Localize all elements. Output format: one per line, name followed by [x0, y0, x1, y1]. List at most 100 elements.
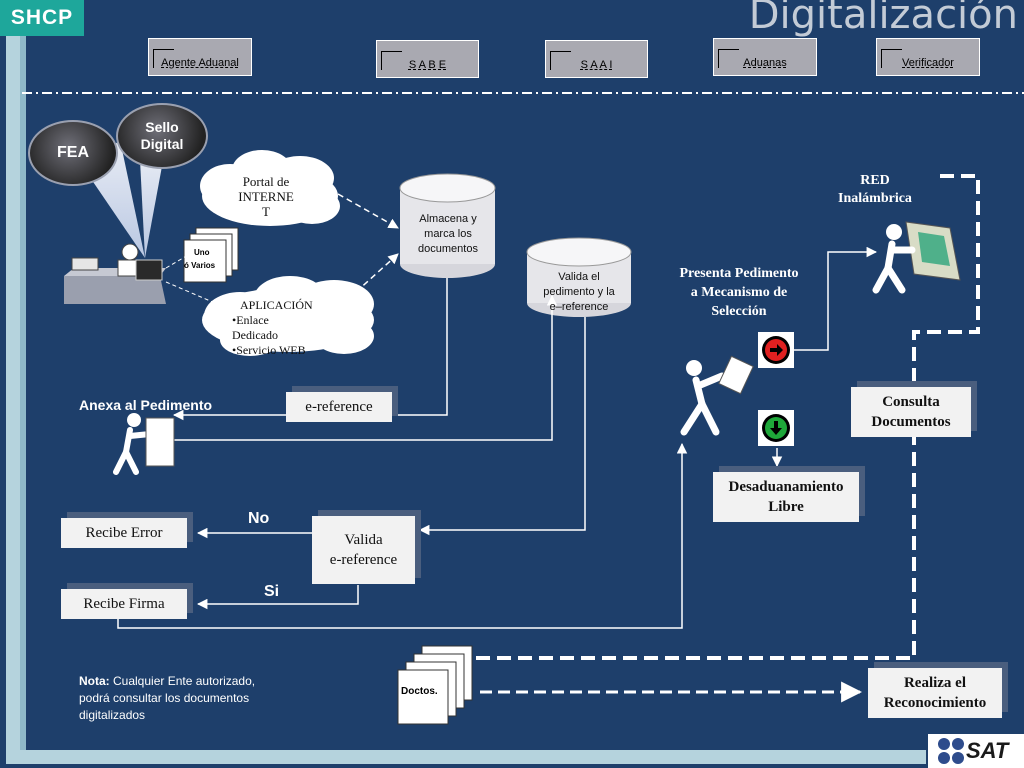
valida-ereference-box: Valida e-reference — [312, 516, 415, 584]
consulta-line-1: Consulta — [882, 394, 940, 410]
portal-cloud-shape — [200, 150, 340, 226]
lane-label: Verificador — [902, 57, 954, 69]
consulta-line-2: Documentos — [871, 414, 951, 430]
green-light — [758, 410, 794, 446]
doctos-stack — [397, 645, 473, 725]
anexa-document-icon — [145, 417, 175, 467]
firma-to-presenta — [117, 442, 688, 629]
validator-cylinder — [526, 237, 632, 317]
lane-agente-aduanal: Agente Aduanal — [148, 38, 252, 76]
validator-line-3: e–reference — [549, 301, 609, 313]
sat-logo-icon — [928, 734, 1024, 768]
app-item-2: •Servicio WEB — [232, 343, 306, 357]
lane-verificador: Verificador — [876, 38, 980, 76]
app-cloud-text: APLICACIÓN •Enlace Dedicado •Servicio WE… — [232, 298, 352, 358]
storage-line-3: documentos — [418, 243, 478, 255]
red-line-2: Inalámbrica — [838, 191, 912, 206]
fea-oval: FEA — [28, 120, 118, 186]
lane-label: Agente Aduanal — [161, 57, 239, 69]
page-title: Digitalización — [748, 0, 1018, 38]
agent-desk-icon — [64, 243, 166, 304]
sello-label-1: Sello — [145, 119, 179, 135]
portal-cloud-text: Portal de INTERNE T — [226, 174, 306, 219]
fea-label: FEA — [57, 144, 89, 161]
brand-logo: SHCP — [0, 0, 84, 36]
anexa-label: Anexa al Pedimento — [79, 397, 213, 413]
validator-text: Valida el pedimento y la e–reference — [529, 270, 629, 315]
ereference-label: e-reference — [305, 399, 373, 415]
docs-small-line-1: Uno — [194, 248, 210, 257]
portal-to-storage-arrow — [337, 193, 399, 229]
app-cloud-shape — [202, 276, 374, 356]
consulta-documentos-box: Consulta Documentos — [851, 387, 971, 437]
lane-aduanas: Aduanas — [713, 38, 817, 76]
storage-line-2: marca los — [424, 228, 472, 240]
realiza-line-2: Reconocimiento — [883, 695, 987, 711]
portal-line-1: Portal de — [242, 174, 290, 189]
anexa-to-validator — [174, 294, 558, 441]
right-arrow-icon — [765, 339, 787, 361]
si-label: Si — [264, 583, 280, 600]
nota-text-1: Cualquier Ente autorizado, — [109, 674, 256, 688]
anexa-person-icon — [113, 413, 153, 475]
portal-line-2: INTERNE — [238, 189, 294, 204]
sello-label-2: Digital — [140, 136, 184, 152]
agent-to-app-link — [165, 281, 223, 307]
red-lamp — [762, 336, 790, 364]
lane-saai: S A A I — [545, 40, 648, 78]
docs-small-text: Uno ó Varios — [184, 246, 226, 272]
presenta-line-2: a Mecanismo de — [690, 285, 788, 300]
lane-label: S A B E — [408, 59, 447, 71]
docs-stack-small — [183, 227, 239, 283]
red-person-icon — [872, 224, 916, 294]
validator-line-1: Valida el — [558, 271, 600, 283]
presenta-text: Presenta Pedimento a Mecanismo de Selecc… — [662, 264, 816, 321]
pedimento-paper-icon — [718, 355, 754, 395]
portal-line-3: T — [262, 204, 270, 219]
recibe-firma-box: Recibe Firma — [61, 589, 187, 619]
recibe-firma-label: Recibe Firma — [83, 596, 165, 612]
red-light — [758, 332, 794, 368]
red-dashed-loop — [466, 174, 980, 660]
storage-text: Almacena y marca los documentos — [404, 212, 492, 257]
realiza-reconocimiento-box: Realiza el Reconocimiento — [868, 668, 1002, 718]
validator-line-2: pedimento y la — [543, 286, 615, 298]
valida-line-1: Valida — [344, 532, 383, 548]
validator-to-valida — [418, 317, 586, 536]
page-frame — [6, 36, 926, 764]
green-lamp — [762, 414, 790, 442]
app-title: APLICACIÓN — [240, 298, 313, 312]
desaduanamiento-line-1: Desaduanamiento — [728, 479, 844, 495]
desaduanamiento-line-2: Libre — [768, 499, 804, 515]
recibe-error-label: Recibe Error — [85, 525, 163, 541]
presenta-line-1: Presenta Pedimento — [679, 266, 799, 281]
wireless-device-icon — [905, 221, 961, 281]
app-item-1: •Enlace — [232, 313, 269, 327]
sello-beam — [140, 150, 165, 258]
red-text: RED Inalámbrica — [828, 172, 922, 208]
storage-to-ereference — [392, 278, 448, 416]
sat-logo-text: SAT — [966, 738, 1009, 763]
nota-text: Nota: Cualquier Ente autorizado, podrá c… — [79, 673, 299, 724]
valida-line-2: e-reference — [329, 552, 398, 568]
docs-small-line-2: ó Varios — [184, 261, 216, 270]
doctos-label: Doctos. — [401, 686, 438, 697]
nota-text-2: podrá consultar los documentos — [79, 691, 250, 705]
redlight-to-red — [794, 246, 878, 351]
desaduanamiento-box: Desaduanamiento Libre — [713, 472, 859, 522]
lane-label: S A A I — [580, 59, 613, 71]
storage-line-1: Almacena y — [419, 213, 477, 225]
lane-label: Aduanas — [743, 57, 787, 69]
app-to-storage-arrow — [355, 253, 399, 293]
nota-text-3: digitalizados — [79, 708, 146, 722]
realiza-line-1: Realiza el — [903, 675, 967, 691]
lane-sabe: S A B E — [376, 40, 479, 78]
recibe-error-box: Recibe Error — [61, 518, 187, 548]
no-label: No — [248, 510, 270, 527]
nota-label: Nota: — [79, 674, 110, 688]
ereference-box: e-reference — [286, 392, 392, 422]
storage-cylinder — [399, 173, 496, 278]
valida-to-firma — [196, 585, 359, 610]
presenta-person-icon — [680, 360, 726, 436]
app-item-1b: Dedicado — [232, 328, 278, 342]
